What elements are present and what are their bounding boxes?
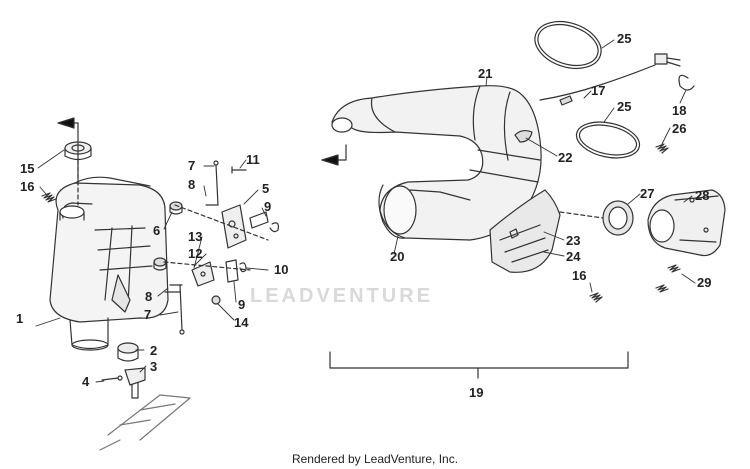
callout-12[interactable]: 12 xyxy=(188,246,203,261)
callout-24[interactable]: 24 xyxy=(566,249,581,264)
callout-10[interactable]: 10 xyxy=(274,262,289,277)
callout-27[interactable]: 27 xyxy=(640,186,655,201)
callout-29[interactable]: 29 xyxy=(697,275,712,290)
leader-lines xyxy=(35,39,696,383)
muffler xyxy=(49,176,169,351)
sensor-17 xyxy=(539,53,681,106)
spring-16-center xyxy=(589,292,603,303)
bolt-4 xyxy=(101,375,123,381)
exhaust-coupler-28 xyxy=(647,189,726,257)
callout-6[interactable]: 6 xyxy=(153,223,161,238)
callout-7-upper[interactable]: 7 xyxy=(188,158,196,173)
mount-bracket-5 xyxy=(221,204,247,249)
seal-27 xyxy=(559,200,634,236)
callout-23[interactable]: 23 xyxy=(566,233,581,248)
frame-rail xyxy=(99,394,191,451)
mount-3 xyxy=(124,367,146,399)
callout-5[interactable]: 5 xyxy=(262,181,270,196)
callout-9-lower[interactable]: 9 xyxy=(238,297,246,312)
callout-7-lower[interactable]: 7 xyxy=(144,307,152,322)
callout-13[interactable]: 13 xyxy=(188,229,203,244)
flow-arrow-center xyxy=(321,144,347,166)
callout-21[interactable]: 21 xyxy=(478,66,493,81)
callout-16-center[interactable]: 16 xyxy=(572,268,587,283)
callout-26[interactable]: 26 xyxy=(672,121,687,136)
nut-14 xyxy=(211,295,221,305)
flow-arrow-left xyxy=(57,117,79,186)
spring-16-left xyxy=(41,192,57,203)
callout-8-lower[interactable]: 8 xyxy=(145,289,153,304)
callout-2[interactable]: 2 xyxy=(150,343,158,358)
callout-8-upper[interactable]: 8 xyxy=(188,177,196,192)
footer-credit: Rendered by LeadVenture, Inc. xyxy=(291,452,459,466)
grommet-2 xyxy=(117,342,139,362)
callout-25-lower[interactable]: 25 xyxy=(617,99,632,114)
spring-26 xyxy=(655,143,669,154)
clamp-band-25-lower xyxy=(575,121,641,159)
callout-16-left[interactable]: 16 xyxy=(20,179,35,194)
callout-17[interactable]: 17 xyxy=(591,83,606,98)
callout-9-upper[interactable]: 9 xyxy=(264,199,272,214)
expansion-chamber xyxy=(331,85,542,241)
group-bracket-19 xyxy=(329,351,629,379)
callout-28[interactable]: 28 xyxy=(695,188,710,203)
heat-shield-23-24 xyxy=(489,189,561,273)
callout-15[interactable]: 15 xyxy=(20,161,35,176)
callout-4[interactable]: 4 xyxy=(82,374,90,389)
callout-18[interactable]: 18 xyxy=(672,103,687,118)
callout-25-upper[interactable]: 25 xyxy=(617,31,632,46)
callout-19[interactable]: 19 xyxy=(469,385,484,400)
callout-20[interactable]: 20 xyxy=(390,249,405,264)
callout-1[interactable]: 1 xyxy=(16,311,24,326)
watermark: LEADVENTURE xyxy=(250,285,434,307)
callout-14[interactable]: 14 xyxy=(234,315,249,330)
callout-22[interactable]: 22 xyxy=(558,150,573,165)
clips-9-10 xyxy=(163,204,279,283)
hardware-7-8-11 xyxy=(164,160,247,335)
clamp-band-25-upper xyxy=(534,20,602,70)
callout-11[interactable]: 11 xyxy=(246,152,260,167)
springs-29 xyxy=(655,264,681,293)
bracket-13 xyxy=(191,261,215,287)
ring-18 xyxy=(678,74,695,91)
callout-3[interactable]: 3 xyxy=(150,359,158,374)
